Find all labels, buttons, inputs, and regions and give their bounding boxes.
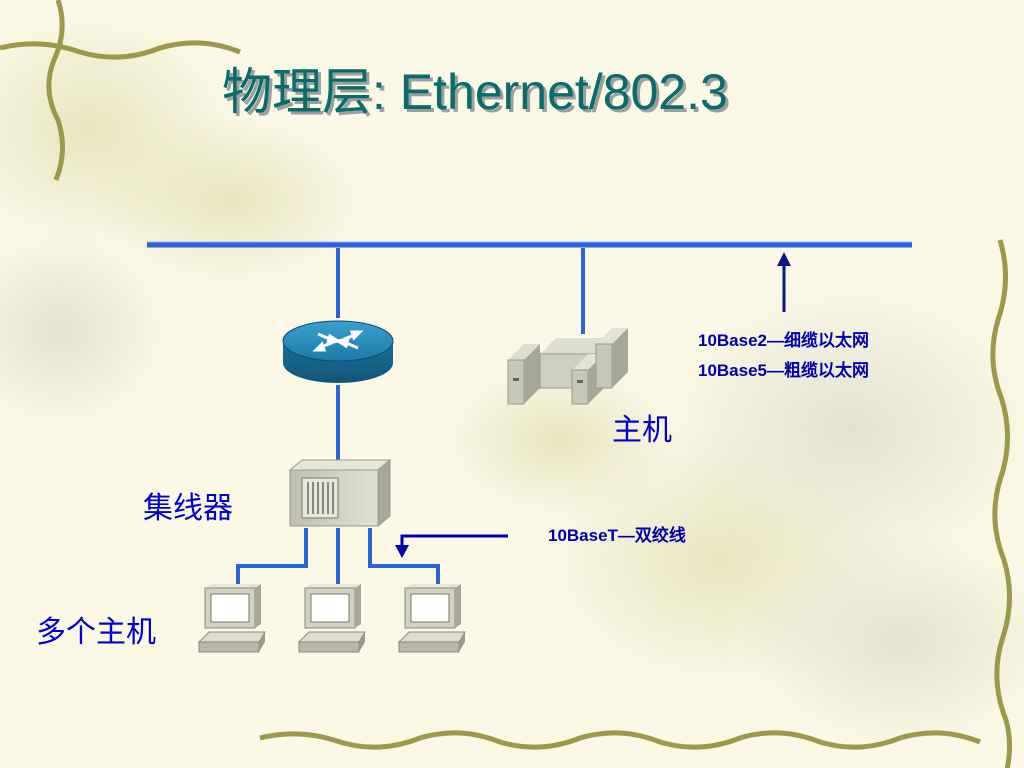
ethernet-bus — [147, 241, 912, 248]
hub-label: 集线器 — [143, 491, 233, 526]
cable-thin-label: 10Base2—细缆以太网 — [698, 331, 870, 350]
router-icon — [282, 320, 394, 383]
workstation-icon — [297, 584, 366, 653]
multi-hosts-label: 多个主机 — [36, 615, 156, 650]
twisted-pair-arrow — [395, 534, 508, 558]
hub-icon — [288, 458, 392, 528]
bus-cable-arrow — [777, 252, 791, 312]
hub-to-hosts-wiring — [236, 528, 440, 584]
twisted-pair-label: 10BaseT—双绞线 — [548, 526, 686, 545]
server-icon — [507, 328, 628, 405]
workstation-icon — [397, 584, 466, 653]
page-title: 物理层: Ethernet/802.3 — [222, 64, 728, 120]
host-label: 主机 — [612, 413, 672, 448]
workstation-icon — [197, 584, 266, 653]
cable-thick-label: 10Base5—粗缆以太网 — [698, 361, 870, 380]
